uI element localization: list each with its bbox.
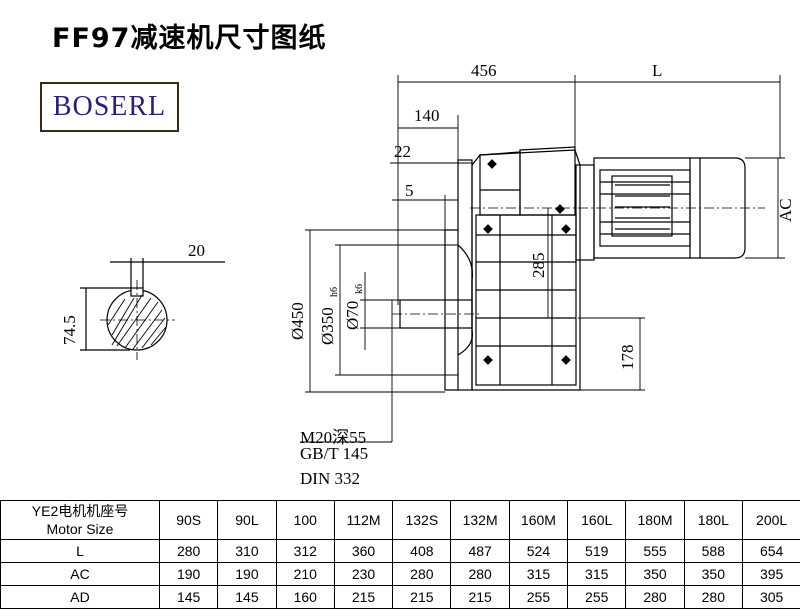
dim-motor-length: L [652,61,662,80]
dim-dia-350: Ø350 [318,307,337,345]
table-cell: 360 [333,539,394,563]
table-cell: 215 [392,585,452,609]
table-cell: 315 [567,562,627,586]
table-row-ad: AD 145 145 160 215 215 215 255 255 280 2… [0,585,800,609]
table-cell: 310 [217,539,277,563]
table-row-ac: AC 190 190 210 230 280 280 315 315 350 3… [0,562,800,586]
table-cell: 408 [392,539,452,563]
page-title: FF97减速机尺寸图纸 [52,23,327,54]
table-cell: 312 [275,539,335,563]
table-cell: 280 [625,585,685,609]
table-cell: 210 [275,562,335,586]
table-cell: 190 [217,562,277,586]
table-cell: 315 [508,562,569,586]
brand-logo: BOSERL [40,82,179,132]
table-cell: 588 [683,539,743,563]
size-cell: 90L [217,500,277,540]
table-cell: 280 [450,562,510,586]
standard-gbt: GB/T 145 [300,444,369,463]
dim-key-20: 20 [188,241,205,260]
dim-dia-70-tolerance: k6 [354,284,365,294]
shaft-cross-section [80,258,225,360]
table-row-l: L 280 310 312 360 408 487 524 519 555 58… [0,539,800,563]
table-cell: 395 [741,562,800,586]
dim-178: 178 [618,345,637,371]
gear-reducer-drawing: 456 L 140 22 5 20 74.5 AC 285 178 Ø450 Ø… [60,61,795,443]
size-cell: 200L [741,500,800,540]
header-label-en: Motor Size [46,521,114,537]
size-cell: 90S [158,500,219,540]
dimension-lines [300,75,785,443]
dim-dia-450: Ø450 [288,302,307,340]
reducer-housing [392,146,765,391]
table-cell: 145 [217,585,277,609]
table-cell: 255 [508,585,569,609]
table-cell: 519 [567,539,627,563]
dim-ac: AC [776,198,795,222]
table-cell: 280 [683,585,743,609]
table-cell: 230 [333,562,394,586]
motor-size-table: YE2电机机座号 Motor Size 90S 90L 100 112M 132… [0,500,800,609]
dim-140: 140 [414,106,440,125]
table-cell: 215 [333,585,394,609]
size-cell: 112M [333,500,394,540]
table-cell: 350 [625,562,685,586]
table-cell: 215 [450,585,510,609]
size-cell: 132M [450,500,510,540]
row-label: AD [0,585,160,609]
size-cell: 180M [625,500,685,540]
table-cell: 280 [158,539,219,563]
size-cell: 180L [683,500,743,540]
size-cell: 132S [392,500,452,540]
thread-note: M20深55 [300,428,367,447]
row-label: AC [0,562,160,586]
table-cell: 305 [741,585,800,609]
size-cell: 100 [275,500,335,540]
header-label-cn: YE2电机机座号 [31,503,129,519]
row-label: L [0,539,160,563]
dim-456: 456 [471,61,497,80]
table-cell: 280 [392,562,452,586]
table-cell: 487 [450,539,510,563]
table-cell: 654 [741,539,800,563]
size-cell: 160M [508,500,569,540]
dim-5: 5 [405,181,414,200]
table-cell: 350 [683,562,743,586]
table-cell: 555 [625,539,685,563]
dim-285: 285 [529,253,548,279]
table-cell: 524 [508,539,569,563]
table-cell: 190 [158,562,219,586]
table-cell: 255 [567,585,627,609]
logo-text: BOSERL [52,91,167,122]
dim-22: 22 [394,142,411,161]
table-cell: 160 [275,585,335,609]
header-label-cell: YE2电机机座号 Motor Size [0,500,160,540]
table-header-row: YE2电机机座号 Motor Size 90S 90L 100 112M 132… [0,500,800,540]
table-cell: 145 [158,585,219,609]
dim-dia-70: Ø70 [343,301,362,330]
dim-dia-350-tolerance: h6 [329,287,340,297]
size-cell: 160L [567,500,627,540]
dim-74-5: 74.5 [60,315,79,345]
standard-din: DIN 332 [300,469,360,488]
